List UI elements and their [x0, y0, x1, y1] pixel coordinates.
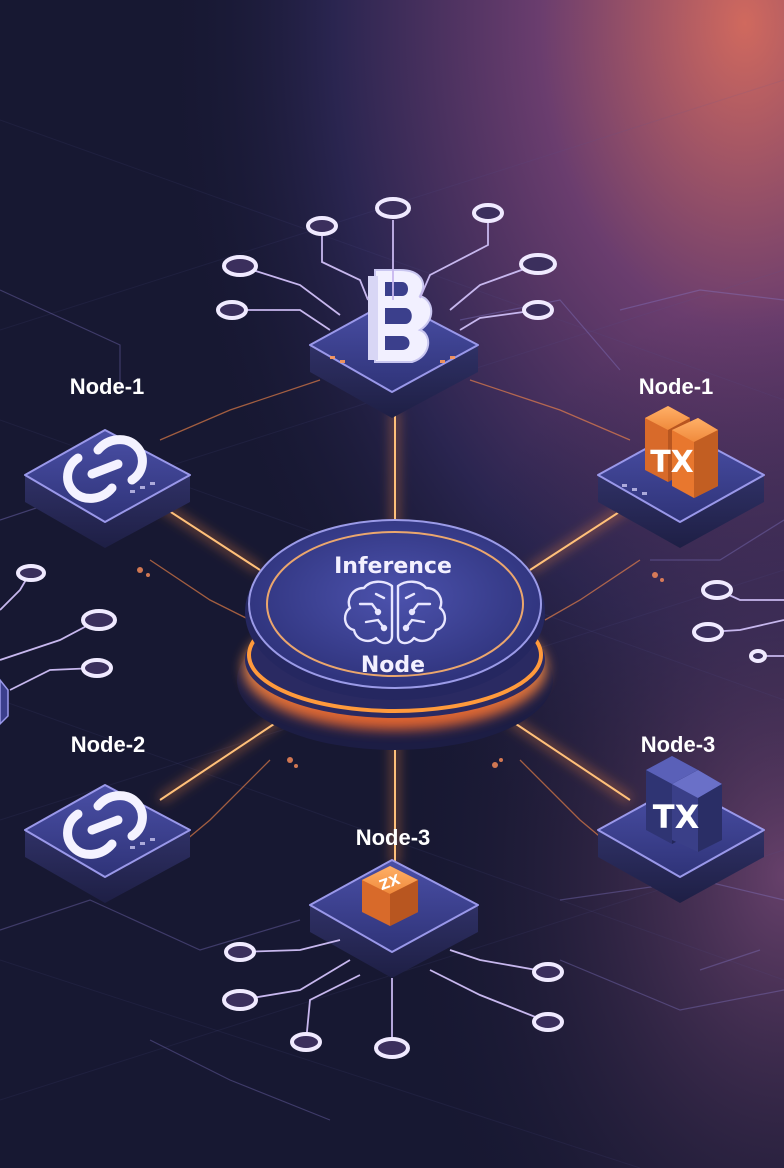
terminals-bottom [239, 939, 549, 1048]
circuit-markers [137, 567, 664, 768]
node-top-center[interactable] [309, 269, 479, 418]
partial-node-left-edge [0, 678, 9, 726]
node-bottom-center[interactable]: ZX Node-3 [309, 825, 479, 978]
connections [158, 410, 632, 865]
brain-icon [343, 580, 447, 645]
terminal-pads-bottom [222, 942, 564, 1059]
terminal-pads-right [692, 580, 767, 663]
node-label-upper-left: Node-1 [70, 374, 145, 399]
chain-link-icon [63, 435, 147, 503]
node-upper-left[interactable]: Node-1 [24, 374, 191, 548]
tx-cube-icon: TX [646, 756, 722, 852]
node-label-upper-right: Node-1 [639, 374, 714, 399]
circuit-traces [0, 289, 784, 1121]
blockchain-b-icon [368, 269, 433, 363]
node-label-lower-left: Node-2 [71, 732, 146, 757]
hub-title-line1: Inference [334, 554, 452, 579]
tx-badge-lower-right: TX [653, 798, 700, 836]
node-label-lower-right: Node-3 [641, 732, 716, 757]
node-label-bottom-center: Node-3 [356, 825, 431, 850]
chain-link-icon [63, 791, 147, 859]
terminal-pads-left [16, 564, 117, 678]
inference-hub[interactable]: Inference Node [237, 519, 553, 750]
terminal-pads-top [216, 197, 557, 320]
node-lower-left[interactable]: Node-2 [24, 732, 191, 903]
hub-title-line2: Node [361, 653, 425, 678]
tx-badge-upper-right: TX [650, 445, 694, 480]
node-lower-right[interactable]: TX Node-3 [597, 732, 765, 903]
node-upper-right[interactable]: TX Node-1 [597, 374, 765, 548]
zk-cube-icon: ZX [362, 866, 418, 926]
zx-badge: ZX [377, 872, 402, 894]
tx-cube-icon: TX [645, 406, 718, 498]
terminals-top [232, 220, 539, 331]
